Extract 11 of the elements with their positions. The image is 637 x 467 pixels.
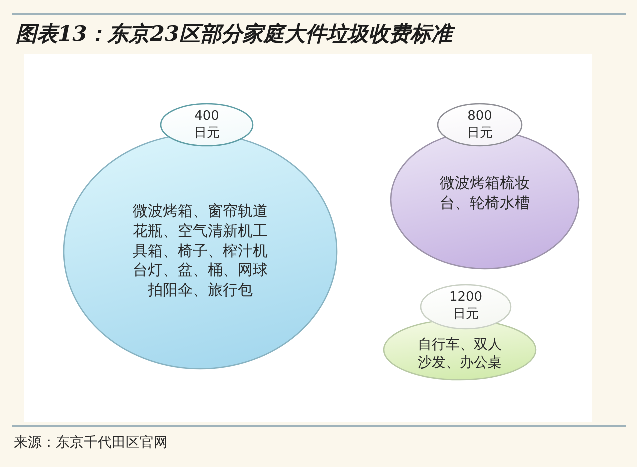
price-label: 1200日元 bbox=[449, 288, 483, 324]
price-bubble bbox=[160, 103, 254, 147]
price-label: 400日元 bbox=[193, 108, 221, 142]
price-label: 800日元 bbox=[466, 108, 494, 142]
source-note: 来源：东京千代田区官网 bbox=[14, 434, 168, 452]
item-bubble bbox=[383, 319, 537, 381]
price-bubble bbox=[437, 103, 523, 147]
item-list: 自行车、双人沙发、办公桌 bbox=[413, 336, 507, 372]
price-bubble bbox=[420, 284, 512, 330]
item-list: 微波烤箱、窗帘轨道花瓶、空气清新机工具箱、椅子、榨汁机台灯、盆、桶、网球拍阳伞、旅行包 bbox=[130, 202, 270, 301]
item-list: 微波烤箱梳妆台、轮椅水槽 bbox=[437, 174, 533, 214]
